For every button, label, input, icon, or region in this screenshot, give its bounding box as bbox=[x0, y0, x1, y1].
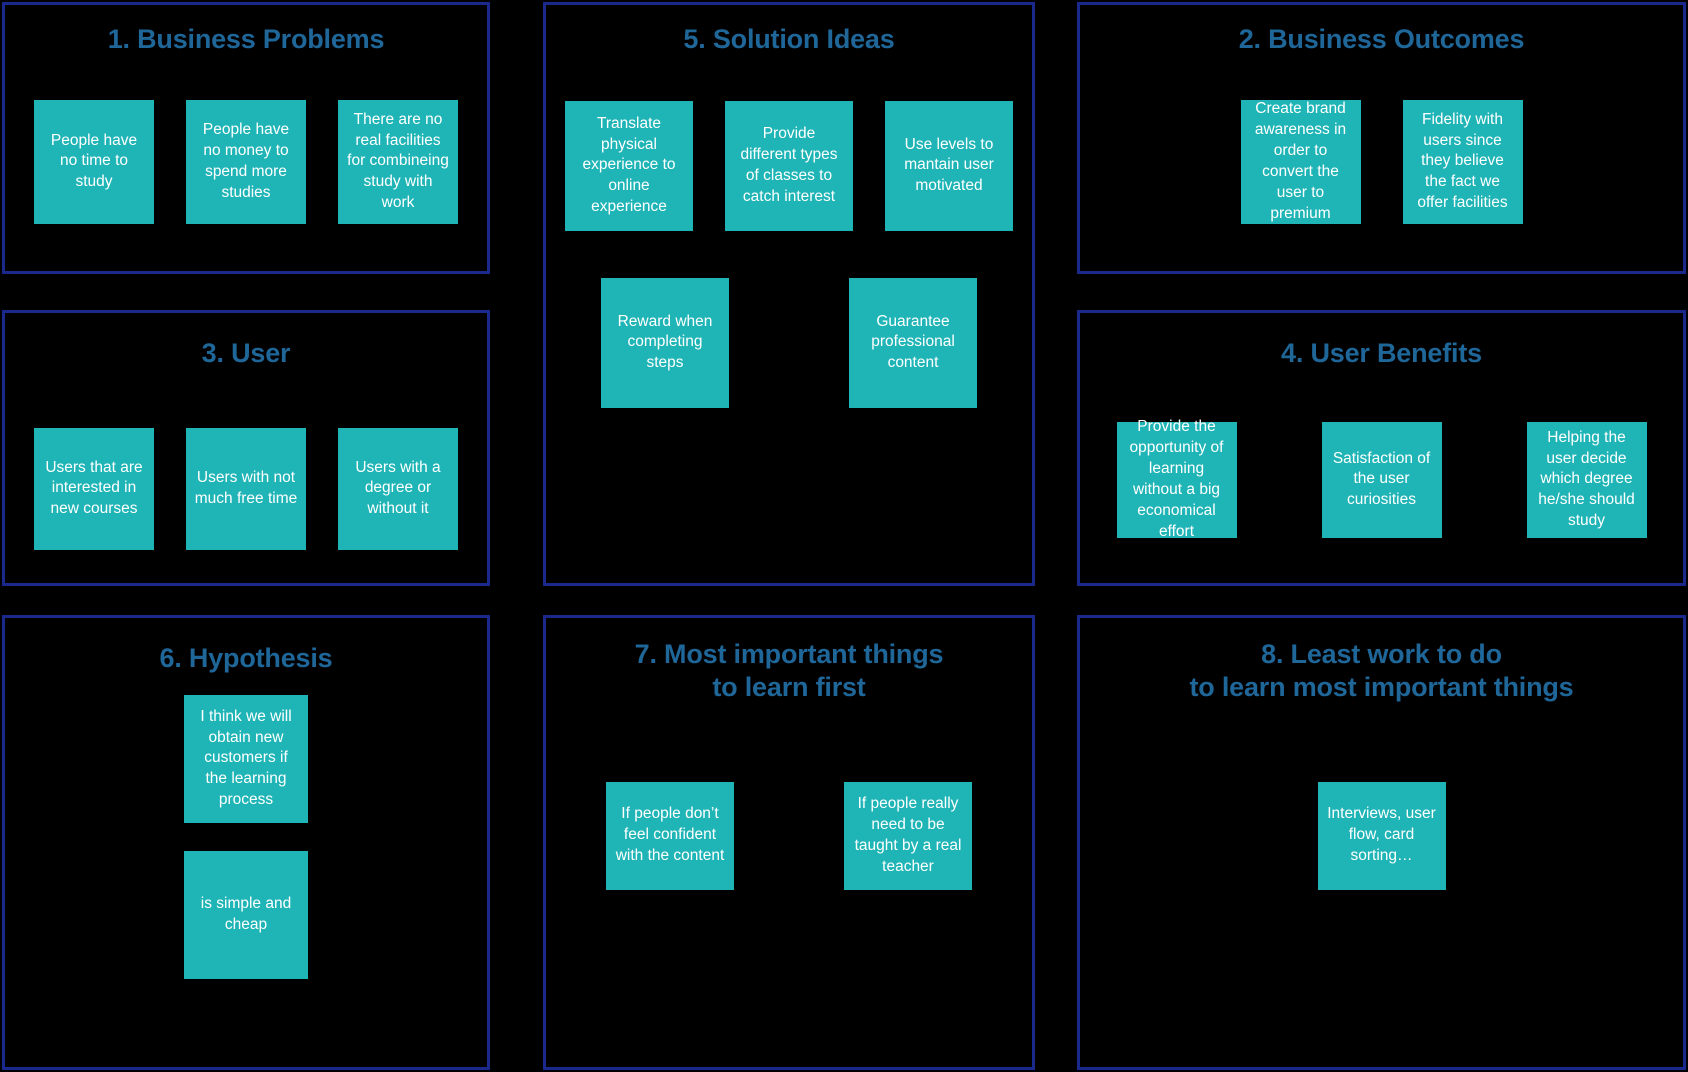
sticky-note-group-row-2: Reward when completing steps Guarantee p… bbox=[546, 277, 1032, 408]
sticky-note[interactable]: Provide different types of classes to ca… bbox=[725, 100, 853, 231]
sticky-note[interactable]: Satisfaction of the user curiosities bbox=[1321, 421, 1442, 538]
sticky-note[interactable]: People have no time to study bbox=[34, 99, 154, 224]
sticky-note[interactable]: Guarantee professional content bbox=[849, 277, 977, 408]
sticky-note-group: People have no time to study People have… bbox=[5, 99, 487, 224]
panel-title-solution-ideas: 5. Solution Ideas bbox=[683, 24, 895, 54]
sticky-note[interactable]: Create brand awareness in order to conve… bbox=[1240, 99, 1361, 224]
sticky-note[interactable]: Interviews, user flow, card sorting… bbox=[1317, 781, 1446, 890]
panel-solution-ideas[interactable]: 5. Solution Ideas Translate physical exp… bbox=[543, 2, 1035, 586]
panel-user-benefits[interactable]: 4. User Benefits Provide the opportunity… bbox=[1077, 310, 1686, 586]
panel-most-important-things[interactable]: 7. Most important things to learn first … bbox=[543, 615, 1035, 1070]
sticky-note[interactable]: Provide the opportunity of learning with… bbox=[1116, 418, 1237, 540]
panel-title-user: 3. User bbox=[201, 338, 291, 368]
panel-title-business-outcomes: 2. Business Outcomes bbox=[1238, 24, 1525, 54]
panel-title-most-important-things: 7. Most important things to learn first bbox=[546, 638, 1032, 704]
sticky-note-group: I think we will obtain new customers if … bbox=[5, 694, 487, 979]
panel-business-problems[interactable]: 1. Business Problems People have no time… bbox=[2, 2, 490, 274]
sticky-note[interactable]: Reward when completing steps bbox=[601, 277, 729, 408]
panel-hypothesis[interactable]: 6. Hypothesis I think we will obtain new… bbox=[2, 615, 490, 1070]
panel-title-line-2: to learn first bbox=[712, 671, 866, 702]
panel-title-line-1: 8. Least work to do bbox=[1261, 639, 1502, 669]
sticky-note[interactable]: is simple and cheap bbox=[184, 850, 308, 979]
panel-title-user-benefits: 4. User Benefits bbox=[1281, 338, 1482, 368]
sticky-note[interactable]: Translate physical experience to online … bbox=[565, 100, 693, 231]
sticky-note[interactable]: Users that are interested in new courses bbox=[34, 427, 154, 550]
panel-title-business-problems: 1. Business Problems bbox=[107, 24, 385, 54]
sticky-note[interactable]: Users with not much free time bbox=[186, 427, 306, 550]
panel-title-hypothesis: 6. Hypothesis bbox=[159, 643, 333, 673]
sticky-note[interactable]: Users with a degree or without it bbox=[338, 427, 458, 550]
sticky-note-group: Users that are interested in new courses… bbox=[5, 427, 487, 550]
panel-user[interactable]: 3. User Users that are interested in new… bbox=[2, 310, 490, 586]
sticky-note-group-row-1: Translate physical experience to online … bbox=[546, 100, 1032, 231]
panel-least-work-to-do[interactable]: 8. Least work to do to learn most import… bbox=[1077, 615, 1686, 1070]
panel-title-line-2: to learn most important things bbox=[1189, 671, 1574, 702]
sticky-note[interactable]: I think we will obtain new customers if … bbox=[184, 694, 308, 823]
sticky-note-group: Provide the opportunity of learning with… bbox=[1080, 418, 1683, 540]
sticky-note[interactable]: If people really need to be taught by a … bbox=[844, 781, 972, 890]
sticky-note-group: If people don’t feel confident with the … bbox=[546, 781, 1032, 890]
sticky-note-group: Interviews, user flow, card sorting… bbox=[1080, 781, 1683, 890]
sticky-note[interactable]: Helping the user decide which degree he/… bbox=[1526, 421, 1647, 538]
sticky-note[interactable]: If people don’t feel confident with the … bbox=[606, 781, 734, 890]
sticky-note-group: Create brand awareness in order to conve… bbox=[1080, 99, 1683, 224]
sticky-note[interactable]: People have no money to spend more studi… bbox=[186, 99, 306, 224]
panel-business-outcomes[interactable]: 2. Business Outcomes Create brand awaren… bbox=[1077, 2, 1686, 274]
panel-title-line-1: 7. Most important things bbox=[634, 639, 944, 669]
sticky-note[interactable]: There are no real facilities for combine… bbox=[338, 99, 458, 224]
panel-title-least-work-to-do: 8. Least work to do to learn most import… bbox=[1080, 638, 1683, 704]
sticky-note[interactable]: Fidelity with users since they believe t… bbox=[1402, 99, 1523, 224]
sticky-note[interactable]: Use levels to mantain user motivated bbox=[885, 100, 1013, 231]
